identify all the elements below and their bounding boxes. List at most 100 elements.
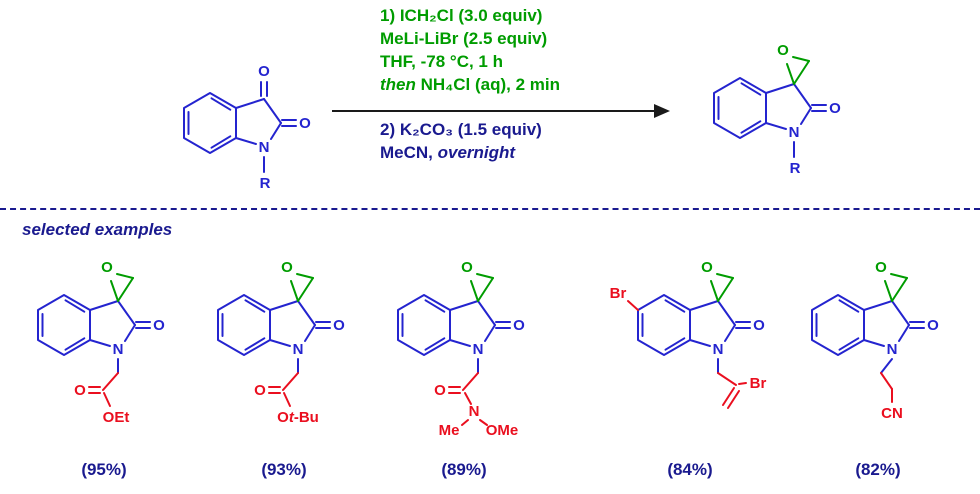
lactam-ring (863, 300, 910, 347)
ester-group-label: Ot-Bu (277, 409, 319, 426)
spiro-epoxide: O (875, 259, 908, 302)
atom-label-n: N (473, 341, 484, 358)
benzene-ring (713, 77, 767, 139)
benzene-ring (397, 294, 451, 356)
atom-label-epoxide-o: O (875, 259, 887, 276)
lactam-ring (449, 300, 496, 347)
lactam-carbonyl: O (281, 115, 311, 132)
step1-line-4: then NH₄Cl (aq), 2 min (380, 73, 560, 96)
reaction-arrow (332, 104, 670, 118)
lactam-ring (269, 300, 316, 347)
step2-overnight-word: overnight (437, 143, 516, 162)
me-group-label: Me (439, 422, 460, 437)
yield-label-1: (95%) (81, 460, 127, 479)
benzene-ring (811, 294, 865, 356)
spiro-epoxide: O (461, 259, 494, 302)
step1-line-1: 1) ICH₂Cl (3.0 equiv) (380, 6, 543, 25)
yield-label-4: (84%) (667, 460, 713, 479)
example-structure-3: O O N O N Me OMe (397, 259, 525, 437)
bromoallyl-chain: Br (717, 358, 767, 409)
lactam-carbonyl: O (735, 317, 765, 334)
benzene-ring (37, 294, 91, 356)
section-title: selected examples (22, 220, 173, 239)
benzene-ring (637, 294, 691, 356)
atom-label-n: N (887, 341, 898, 358)
lactam-carbonyl: O (315, 317, 345, 334)
product-structure: O O N R (713, 42, 841, 177)
atom-label-epoxide-o: O (701, 259, 713, 276)
atom-label-n: N (259, 139, 270, 156)
example-structure-5: O O N CN (811, 259, 939, 422)
atom-label-n: N (293, 341, 304, 358)
aryl-bromide: Br (610, 285, 639, 311)
atom-label-vinyl-br: Br (750, 375, 767, 392)
step1-conditions: 1) ICH₂Cl (3.0 equiv) MeLi-LiBr (2.5 equ… (380, 4, 560, 96)
ester-side-chain: O OEt (74, 358, 130, 426)
lactam-carbonyl: O (909, 317, 939, 334)
ester-t-italic: t (289, 409, 295, 426)
atom-label-carbonyl-o: O (74, 382, 86, 399)
step2-line-2-prefix: MeCN, (380, 143, 438, 162)
lactam-carbonyl: O (135, 317, 165, 334)
atom-label-lactam-o: O (753, 317, 765, 334)
step2-line-2: MeCN, overnight (380, 141, 542, 164)
step1-then-word: then (380, 75, 416, 94)
weinreb-amide-chain: O N Me OMe (434, 358, 519, 437)
spiro-epoxide: O (281, 259, 314, 302)
ome-group-label: OMe (486, 422, 519, 437)
lactam-carbonyl: O (811, 100, 841, 117)
step2-line-1: 2) K₂CO₃ (1.5 equiv) (380, 120, 542, 139)
atom-label-n: N (113, 341, 124, 358)
r-group-label: R (260, 175, 271, 192)
arrowhead (654, 104, 670, 118)
spiro-epoxide: O (777, 42, 810, 85)
yield-label-3: (89%) (441, 460, 487, 479)
atom-label-c3-o: O (258, 63, 270, 80)
dashed-divider (0, 208, 980, 210)
ester-bu: -Bu (294, 409, 319, 426)
example-structure-4: Br O O N Br (610, 259, 767, 409)
cyanoethyl-chain: CN (880, 358, 903, 422)
lactam-ring (89, 300, 136, 347)
lactam-carbonyl: O (495, 317, 525, 334)
c3-ketone: O (258, 63, 270, 97)
atom-label-carbonyl-o: O (434, 382, 446, 399)
atom-label-n: N (713, 341, 724, 358)
spiro-epoxide: O (701, 259, 734, 302)
lactam-ring (689, 300, 736, 347)
step1-line-2: MeLi-LiBr (2.5 equiv) (380, 29, 548, 48)
spiro-epoxide: O (101, 259, 134, 302)
example-structure-2: O O N O Ot-Bu (217, 259, 345, 426)
step1-line-4-rest: NH₄Cl (aq), 2 min (415, 75, 561, 94)
n-substituent-r: R (260, 156, 271, 192)
atom-label-lactam-o: O (333, 317, 345, 334)
benzene-ring (217, 294, 271, 356)
benzene-ring (183, 92, 237, 154)
atom-label-n: N (789, 124, 800, 141)
atom-label-lactam-o: O (299, 115, 311, 132)
step2-conditions: 2) K₂CO₃ (1.5 equiv) MeCN, overnight (380, 118, 542, 164)
atom-label-epoxide-o: O (101, 259, 113, 276)
yield-label-5: (82%) (855, 460, 901, 479)
ester-group-label: OEt (103, 409, 130, 426)
atom-label-epoxide-o: O (777, 42, 789, 59)
atom-label-lactam-o: O (829, 100, 841, 117)
nitrile-group-label: CN (881, 405, 903, 422)
atom-label-epoxide-o: O (281, 259, 293, 276)
r-group-label: R (790, 160, 801, 177)
lactam-ring (235, 98, 282, 145)
yield-label-2: (93%) (261, 460, 307, 479)
atom-label-aryl-br: Br (610, 285, 627, 302)
lactam-ring (765, 83, 812, 130)
ester-side-chain: O Ot-Bu (254, 358, 319, 426)
atom-label-epoxide-o: O (461, 259, 473, 276)
example-structure-1: O O N O OEt (37, 259, 165, 426)
reactant-structure: O O N R (183, 63, 311, 192)
atom-label-lactam-o: O (153, 317, 165, 334)
n-substituent-r: R (790, 141, 801, 177)
atom-label-amide-n: N (469, 403, 480, 420)
step1-line-3: THF, -78 °C, 1 h (380, 52, 503, 71)
atom-label-lactam-o: O (927, 317, 939, 334)
atom-label-carbonyl-o: O (254, 382, 266, 399)
